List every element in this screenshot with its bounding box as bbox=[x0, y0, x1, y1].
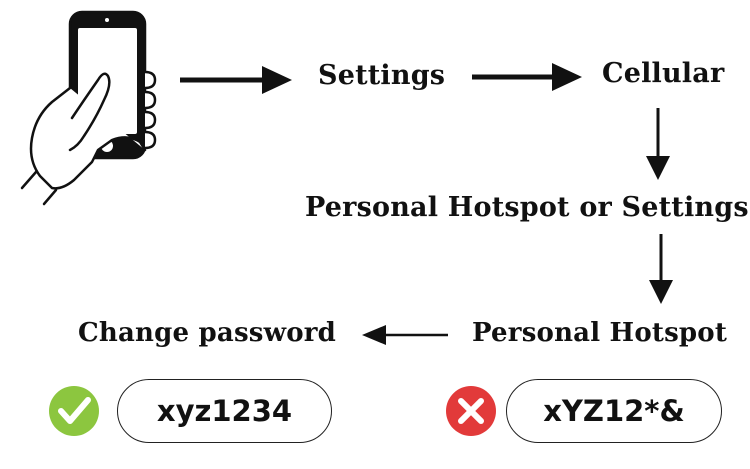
hand-holding-phone-icon bbox=[20, 10, 157, 206]
step-cellular: Cellular bbox=[602, 58, 725, 89]
bad-password-pill: xYZ12*& bbox=[506, 379, 722, 443]
good-password-text: xyz1234 bbox=[156, 394, 293, 428]
arrow-left-1 bbox=[362, 325, 448, 345]
bad-password-text: xYZ12*& bbox=[543, 394, 685, 428]
check-icon bbox=[49, 386, 99, 436]
step-change-password: Change password bbox=[78, 318, 337, 348]
step-personal-hotspot: Personal Hotspot bbox=[472, 318, 728, 348]
x-icon bbox=[446, 386, 496, 436]
arrow-down-1 bbox=[646, 108, 670, 180]
arrow-right-1 bbox=[180, 66, 292, 94]
step-settings: Settings bbox=[318, 60, 446, 91]
step-personal-hotspot-or-settings: Personal Hotspot or Settings bbox=[305, 192, 749, 223]
arrow-right-2 bbox=[472, 63, 582, 91]
good-password-pill: xyz1234 bbox=[117, 379, 332, 443]
arrow-down-2 bbox=[649, 234, 673, 304]
check-circle bbox=[49, 386, 99, 436]
